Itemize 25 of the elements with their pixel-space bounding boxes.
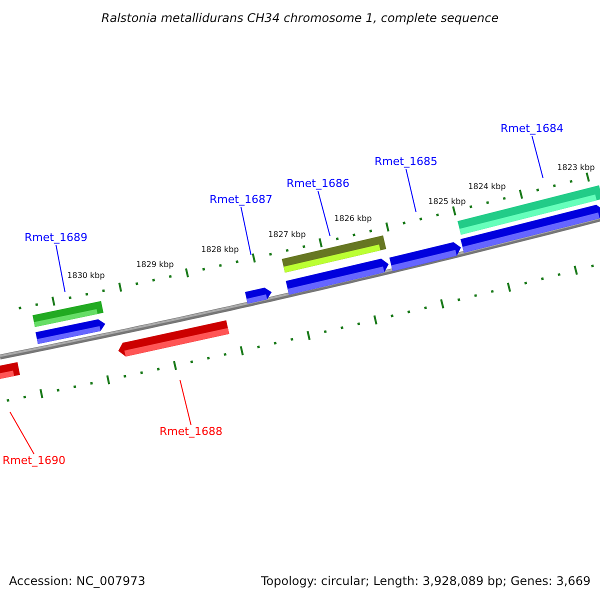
tick-label: 1829 kbp	[136, 261, 174, 269]
gene-label: Rmet_1688	[160, 426, 222, 437]
gene-label: Rmet_1689	[24, 232, 88, 243]
leader-line	[406, 168, 416, 212]
leader-line	[180, 380, 192, 426]
tick-label: 1826 kbp	[334, 215, 372, 223]
sequence-info-text: Topology: circular; Length: 3,928,089 bp; Genes: 3,669	[261, 575, 591, 587]
gene-label: Rmet_1687	[210, 194, 272, 205]
gene-label: Rmet_1684	[500, 123, 564, 134]
leader-line	[56, 244, 66, 292]
tick-label: 1828 kbp	[201, 246, 239, 254]
gene-label: Rmet_1690	[2, 455, 66, 466]
tick-label: 1830 kbp	[67, 272, 105, 280]
tick-label: 1827 kbp	[268, 231, 306, 239]
tick-label: 1825 kbp	[428, 198, 466, 206]
leader-line	[240, 206, 252, 256]
gene-label: Rmet_1686	[286, 178, 350, 189]
gene-label: Rmet_1685	[374, 156, 438, 167]
leader-line	[532, 136, 544, 178]
tick-label: 1823 kbp	[557, 164, 595, 172]
leader-line	[10, 412, 34, 454]
map-title: Ralstonia metallidurans CH34 chromosome 1, complete sequence	[101, 12, 499, 24]
leader-line	[318, 190, 330, 236]
tick-label: 1824 kbp	[468, 183, 506, 191]
accession-text: Accession: NC_007973	[9, 575, 146, 587]
